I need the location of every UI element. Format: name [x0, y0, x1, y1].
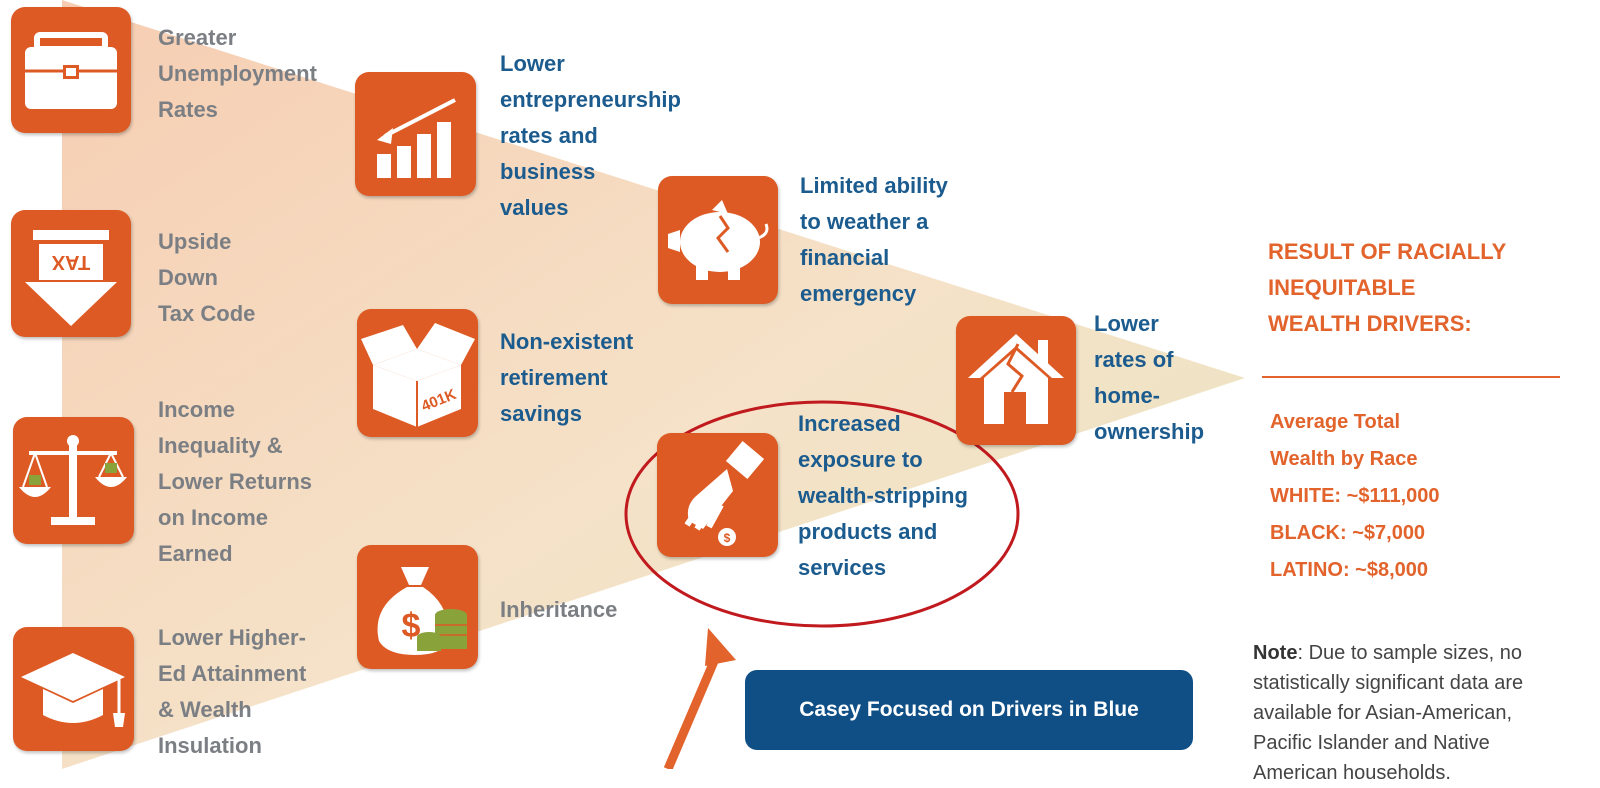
driver-line: Greater — [158, 25, 237, 50]
broken-house-icon — [956, 316, 1076, 445]
hand-coin-icon: $ — [657, 433, 778, 557]
driver-line: emergency — [800, 281, 917, 306]
pointer-arrow — [663, 628, 736, 769]
driver-line: & Wealth — [158, 697, 252, 722]
driver-line: Increased — [798, 411, 901, 436]
driver-line: rates and — [500, 123, 598, 148]
sample-size-note: Note: Due to sample sizes, no statistica… — [1253, 638, 1523, 788]
note-line: Note: Due to sample sizes, no — [1253, 638, 1523, 668]
driver-line: Inheritance — [500, 597, 618, 622]
driver-line: Down — [158, 265, 218, 290]
wealth-latino: LATINO: ~$8,000 — [1270, 559, 1429, 581]
driver-retirement-label: Non-existent retirement savings — [500, 324, 633, 432]
declining-chart-icon — [355, 72, 476, 196]
svg-text:$: $ — [402, 607, 421, 645]
casey-focus-callout: Casey Focused on Drivers in Blue — [745, 670, 1193, 750]
empty-box-401k-icon: 401K — [357, 309, 478, 437]
note-line: American households. — [1253, 762, 1451, 784]
note-line: available for Asian-American, — [1253, 702, 1513, 724]
driver-line: Tax Code — [158, 301, 256, 326]
result-divider — [1262, 376, 1560, 378]
driver-line: Lower Returns — [158, 469, 313, 494]
result-title-line: RESULT OF RACIALLY — [1268, 239, 1507, 264]
driver-line: Unemployment — [158, 61, 317, 86]
driver-income-label: Income Inequality & Lower Returns on Inc… — [158, 392, 312, 572]
driver-line: services — [798, 555, 887, 580]
driver-unemployment-label: Greater Unemployment Rates — [158, 20, 317, 128]
driver-emergency-label: Limited ability to weather a financial e… — [800, 168, 948, 312]
driver-line: wealth-stripping — [798, 483, 968, 508]
driver-line: Ed Attainment — [158, 661, 307, 686]
highlight-ellipse — [624, 400, 1020, 628]
driver-line: home- — [1094, 383, 1160, 408]
wealth-white: WHITE: ~$111,000 — [1270, 485, 1440, 507]
wealth-line: Wealth by Race — [1270, 448, 1418, 470]
driver-line: Lower — [1094, 311, 1159, 336]
wealth-by-race: Average Total Wealth by Race WHITE: ~$11… — [1270, 404, 1440, 589]
driver-line: financial — [800, 245, 890, 270]
briefcase-icon — [11, 7, 131, 133]
driver-line: to weather a — [800, 209, 929, 234]
note-label: Note — [1253, 642, 1298, 664]
wealth-line: Average Total — [1270, 411, 1401, 433]
driver-line: Upside — [158, 229, 232, 254]
wealth-black: BLACK: ~$7,000 — [1270, 522, 1426, 544]
driver-inheritance-label: Inheritance — [500, 592, 617, 628]
driver-entrepreneurship-label: Lower entrepreneurship rates and busines… — [500, 46, 681, 226]
note-line: statistically significant data are — [1253, 672, 1524, 694]
driver-line: Limited ability — [800, 173, 948, 198]
driver-line: Non-existent — [500, 329, 634, 354]
driver-line: ownership — [1094, 419, 1205, 444]
note-text: : Due to sample sizes, no — [1297, 642, 1523, 664]
tax-arrow-icon: TAX — [11, 210, 131, 337]
driver-higher-ed-label: Lower Higher- Ed Attainment & Wealth Ins… — [158, 620, 306, 764]
driver-line: business — [500, 159, 596, 184]
svg-text:$: $ — [724, 531, 731, 545]
driver-line: Inequality & — [158, 433, 283, 458]
result-title-line: INEQUITABLE — [1268, 275, 1416, 300]
driver-line: on Income — [158, 505, 269, 530]
driver-line: exposure to — [798, 447, 923, 472]
driver-homeownership-label: Lower rates of home- ownership — [1094, 306, 1204, 450]
driver-line: products and — [798, 519, 938, 544]
result-title-line: WEALTH DRIVERS: — [1268, 311, 1472, 336]
driver-wealth-stripping-label: Increased exposure to wealth-stripping p… — [798, 406, 968, 586]
driver-line: Insulation — [158, 733, 262, 758]
money-bag-icon: $ — [357, 545, 478, 669]
driver-line: Lower Higher- — [158, 625, 306, 650]
driver-line: rates of — [1094, 347, 1174, 372]
driver-line: Rates — [158, 97, 218, 122]
note-line: Pacific Islander and Native — [1253, 732, 1490, 754]
driver-line: Lower — [500, 51, 565, 76]
driver-line: entrepreneurship — [500, 87, 681, 112]
driver-line: Income — [158, 397, 236, 422]
result-title: RESULT OF RACIALLY INEQUITABLE WEALTH DR… — [1268, 234, 1506, 342]
graduation-cap-icon — [13, 627, 134, 751]
driver-line: retirement — [500, 365, 608, 390]
broken-piggy-bank-icon — [658, 176, 778, 304]
tax-icon-text: TAX — [51, 251, 90, 273]
driver-tax-code-label: Upside Down Tax Code — [158, 224, 255, 332]
scales-icon — [13, 417, 134, 544]
driver-line: Earned — [158, 541, 233, 566]
driver-line: values — [500, 195, 569, 220]
driver-line: savings — [500, 401, 582, 426]
